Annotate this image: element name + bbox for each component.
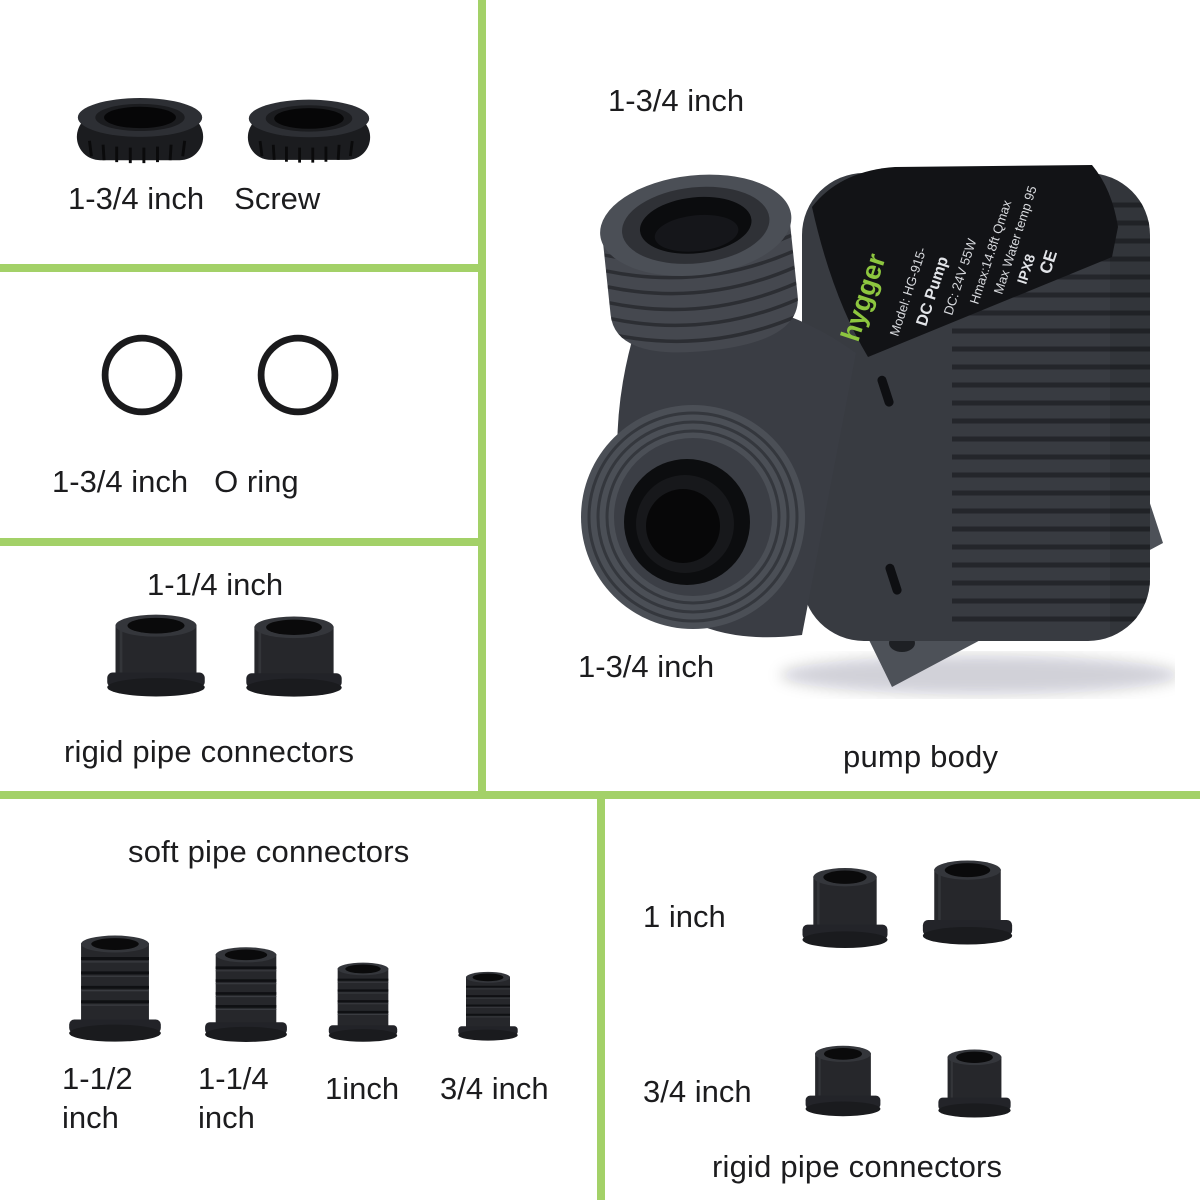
rigid-left-caption: rigid pipe connectors <box>64 734 355 769</box>
pump-label-panel <box>812 165 1118 357</box>
pump-inlet-port <box>600 174 801 353</box>
soft-item-unit: inch <box>198 1099 255 1135</box>
soft-item-label: 3/4 inch <box>440 1071 549 1106</box>
soft-item-label: 1-1/2 inch <box>62 1060 182 1138</box>
o-ring-size-label: 1-3/4 inch <box>52 464 189 499</box>
divider-vertical-bottom <box>597 799 605 1200</box>
divider-horizontal-2 <box>0 538 478 546</box>
pump-outlet-label: 1-3/4 inch <box>578 649 715 684</box>
pump-image: hygger Model: HG-915- DC Pump DC: 24V 55… <box>581 165 1175 695</box>
divider-horizontal-3 <box>0 791 1200 799</box>
rigid-connector-image <box>915 853 1020 952</box>
o-ring-label-row: 1-3/4 inch O ring <box>52 463 299 502</box>
o-ring-part-label: O ring <box>214 464 299 499</box>
rigid-left-size-label: 1-1/4 inch <box>147 567 284 602</box>
soft-item-size: 1-1/2 <box>62 1061 133 1096</box>
soft-item-size: 1-1/4 <box>198 1061 269 1096</box>
screw-part-label: Screw <box>234 181 321 216</box>
rigid-right-row1-label: 1 inch <box>643 899 726 934</box>
rigid-connector-image <box>799 1036 887 1126</box>
soft-connector-image <box>200 945 292 1045</box>
o-ring-image <box>252 330 344 420</box>
soft-connector-image <box>455 968 521 1045</box>
soft-item-unit: inch <box>62 1099 119 1135</box>
screw-size-label: 1-3/4 inch <box>68 181 205 216</box>
screw-nut-image <box>72 92 208 174</box>
screw-nut-image <box>243 94 375 173</box>
rigid-connector-image <box>100 610 212 702</box>
rigid-right-row2-label: 3/4 inch <box>643 1074 752 1109</box>
rigid-connector-image <box>240 612 348 702</box>
pump-outlet-port <box>581 405 805 629</box>
vent-slot <box>877 375 894 407</box>
screw-label-row: 1-3/4 inch Screw <box>68 180 320 219</box>
rigid-right-caption: rigid pipe connectors <box>712 1149 1003 1184</box>
soft-connector-image <box>60 933 170 1045</box>
pump-shadow <box>780 655 1175 695</box>
soft-item-label: 1-1/4 inch <box>198 1060 318 1138</box>
pump-inlet-label: 1-3/4 inch <box>608 83 745 118</box>
soft-item-label: 1inch <box>325 1071 400 1106</box>
rigid-connector-image <box>932 1040 1017 1127</box>
rigid-connector-image <box>795 860 895 956</box>
soft-connector-image <box>325 960 401 1045</box>
o-ring-image <box>96 330 188 420</box>
pump-caption: pump body <box>843 739 999 774</box>
vent-slot <box>885 563 902 595</box>
soft-title: soft pipe connectors <box>128 834 410 869</box>
divider-vertical-left <box>478 0 486 795</box>
divider-horizontal-1 <box>0 264 478 272</box>
